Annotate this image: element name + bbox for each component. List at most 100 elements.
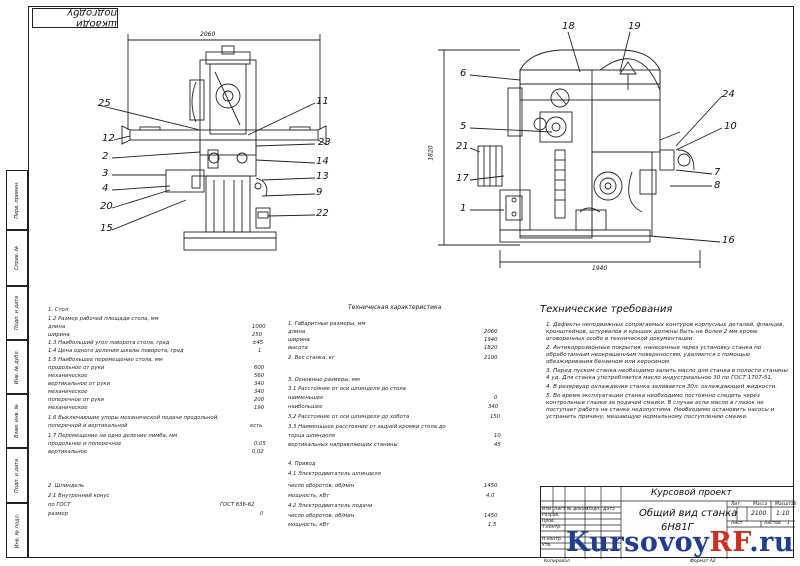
tb-row-approve: Утв. [542, 543, 552, 548]
spec-row: 4.2 Электродвигатель подачи [288, 503, 373, 509]
side-cell: Взам. инв. № [6, 394, 28, 448]
position-6: 6 [460, 68, 467, 79]
tb-row-dev: Разраб. [542, 513, 560, 518]
tb-sheets-label: Листов [764, 521, 781, 526]
spec-left: 1. Стол 1.2 Размер рабочей площади стола… [48, 307, 270, 528]
position-18: 18 [562, 21, 575, 32]
requirement-item: 1. Дефекты неподвижных сопрягаемых конту… [546, 322, 785, 342]
spec-row: 1.2 Размер рабочей площади стола, мм [48, 316, 159, 322]
machine-drawing [97, 31, 723, 268]
dim-width-left: 2060 [200, 31, 216, 38]
spec-row: 2. Шпиндель [48, 483, 85, 489]
position-8: 8 [714, 180, 721, 191]
spec-row: 1.3 Наибольший угол поворота стола, град… [48, 340, 264, 346]
spec-row: 3. Основные размеры, мм [288, 377, 360, 383]
spec-row: 1. Габаритные размеры, мм [288, 321, 366, 327]
spec-row: 1.4 Цена одного деления шкалы поворота, … [48, 348, 262, 354]
side-cell: Инв. № дубл. [6, 340, 28, 394]
tb-row-tcontrol: Т.контр. [542, 525, 562, 530]
tb-lit-label: Лит. [731, 502, 742, 507]
position-9: 9 [316, 187, 323, 198]
spec-row: 2.1 Внутренний конус [48, 493, 110, 499]
position-11: 11 [316, 96, 329, 107]
side-cell: Инв. № подл. [6, 503, 28, 558]
tb-col-sign: Подп. [587, 507, 601, 512]
spec-row: 4.1 Электродвигатель шпинделя [288, 471, 381, 477]
position-25: 25 [98, 98, 111, 109]
position-22: 22 [316, 208, 329, 219]
tb-col-date: Дата [603, 507, 615, 512]
tb-scale-label: Масштаб [775, 502, 797, 507]
dim-height-right: 1820 [427, 145, 435, 161]
position-14: 14 [316, 156, 329, 167]
requirement-item: 5. Во время эксплуатации станка необходи… [546, 392, 775, 420]
side-cell: Подп. и дата [6, 448, 28, 503]
tb-col-doc: № докум. [567, 507, 590, 512]
spec-row: 1.7 Перемещение на одно деление лимба, м… [48, 433, 178, 439]
position-10: 10 [724, 121, 737, 132]
side-cell: Перв. примен. [6, 170, 28, 230]
dim-width-right: 1940 [592, 265, 608, 272]
position-2: 2 [102, 151, 109, 162]
position-19: 19 [628, 21, 641, 32]
tb-format: Формат А2 [690, 559, 716, 564]
tb-sheets: 1 [787, 521, 790, 526]
spec-row: 4. Привод [288, 461, 316, 467]
requirements-list: 1. Дефекты неподвижных сопрягаемых конту… [546, 322, 788, 484]
course-title: Курсовой проект [651, 488, 732, 498]
tb-mass: 2100 [751, 510, 767, 517]
position-20: 20 [100, 201, 113, 212]
requirements-heading: Технические требования [540, 304, 673, 315]
spec-row: 1. Стол [48, 307, 69, 313]
tb-row-check: Пров. [542, 519, 556, 524]
position-1: 1 [460, 203, 467, 214]
spec-row: 1.5 Наибольшее перемещение стола, мм [48, 357, 163, 363]
position-13: 13 [316, 171, 329, 182]
requirement-item: 3. Перед пуском станка необходимо залить… [546, 367, 788, 381]
position-12: 12 [102, 133, 115, 144]
tb-col-list: Лист [554, 507, 566, 512]
tb-copied: Копировал [544, 559, 570, 564]
tb-scale: 1:10 [776, 510, 790, 517]
position-21: 21 [456, 141, 469, 152]
tb-col-izm: Изм [542, 507, 552, 512]
position-5: 5 [460, 121, 467, 132]
spec-row: 3.2 Расстояние от оси шпинделя до хобота… [288, 414, 501, 420]
watermark-logo: KursovoyRF.ru [566, 527, 794, 558]
position-17: 17 [456, 173, 469, 184]
position-16: 16 [722, 235, 735, 246]
title-block-grid [541, 487, 795, 559]
tb-mass-label: Масса [753, 502, 768, 507]
side-strip: Перв. примен. Справ. № Подп. и дата Инв.… [6, 170, 28, 558]
position-4: 4 [102, 183, 109, 194]
position-7: 7 [714, 167, 721, 178]
tb-sheet-label: Лист [731, 521, 743, 526]
requirement-item: 2. Антикоррозионные покрытия, нанесенные… [546, 344, 762, 365]
side-cell: Справ. № [6, 230, 28, 286]
sheet-frame [28, 6, 794, 558]
spec-row: 3.3 Наименьшее расстояние от задней кром… [288, 424, 446, 430]
drawing-name: Общий вид станка [639, 508, 738, 519]
side-cell: Подп. и дата [6, 286, 28, 340]
